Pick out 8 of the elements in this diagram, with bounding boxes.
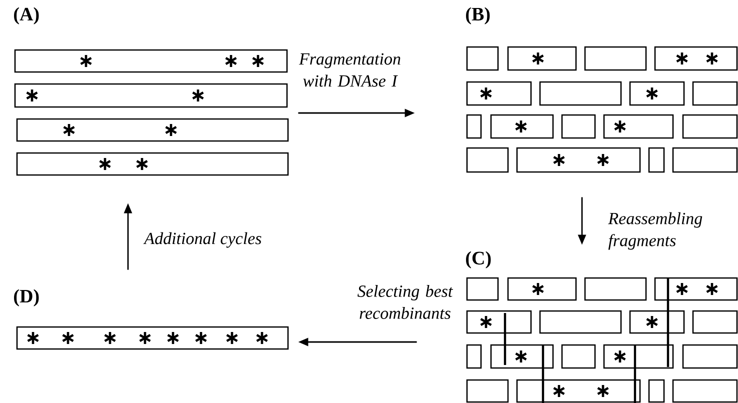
panel-label: (C) [466,251,491,268]
panel-label: (B) [466,7,490,24]
edge-label: Selecting best recombinants [358,285,454,319]
panel-label: (A) [14,7,39,24]
panel-label: (D) [14,289,39,306]
edge-label: Additional cycles [143,232,262,248]
edge-label: Reassembling fragments [608,212,702,250]
edge-label: Fragmentation with DNAse I [298,53,400,87]
